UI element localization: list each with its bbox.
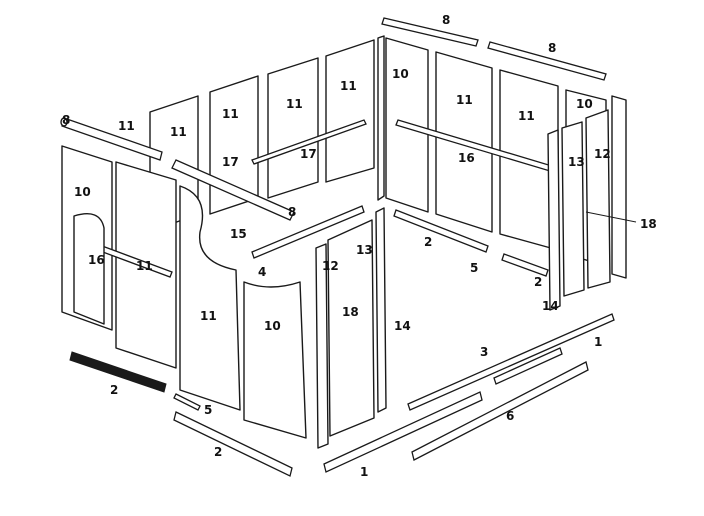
side-panel-left [73,213,105,325]
callout-2: 2 [214,445,222,459]
callout-11: 11 [456,93,473,107]
sill-rail-3 [407,313,615,411]
callout-11: 11 [118,119,135,133]
callout-2: 2 [424,235,432,249]
callout-11: 11 [170,125,187,139]
callout-2: 2 [534,275,542,289]
callout-17: 17 [300,147,317,161]
end-panel-right [611,95,627,279]
sill-rail-short [493,347,563,385]
floor-rail-left-dark [69,351,167,393]
top-rail-back-left [381,17,479,47]
sill-rail-1 [323,391,483,473]
front-panel [327,219,375,437]
top-rail-front [171,159,295,221]
callout-18: 18 [640,217,657,231]
floor-rail-front [173,411,293,477]
callout-16: 16 [458,151,475,165]
callout-11: 11 [340,79,357,93]
callout-2: 2 [110,383,118,397]
door-threshold [251,205,365,259]
callout-8: 8 [62,113,70,127]
callout-11: 11 [222,107,239,121]
sill-rail-6 [411,361,589,461]
callout-11: 11 [200,309,217,323]
callout-13: 13 [568,155,585,169]
callout-5: 5 [204,403,212,417]
callout-12: 12 [594,147,611,161]
callout-6: 6 [506,409,514,423]
top-rail-back-right [487,41,607,81]
corner-post-right [547,129,561,311]
callout-4: 4 [258,265,266,279]
front-post-right [375,207,387,413]
callout-10: 10 [576,97,593,111]
callout-10: 10 [74,185,91,199]
callout-10: 10 [264,319,281,333]
callout-18: 18 [342,305,359,319]
floor-rail-right [501,253,549,277]
wall-panel [243,281,307,439]
callout-8: 8 [288,205,296,219]
callout-8: 8 [548,41,556,55]
callout-16: 16 [88,253,105,267]
corner-panel-back [377,35,385,201]
callout-11: 11 [286,97,303,111]
callout-8: 8 [442,13,450,27]
callout-1: 1 [360,465,368,479]
wall-panel [179,185,241,411]
wall-panel [267,57,319,199]
top-rail-left [60,117,163,161]
callout-13: 13 [356,243,373,257]
callout-1: 1 [594,335,602,349]
spacer-small [173,393,201,411]
callout-3: 3 [480,345,488,359]
callout-11: 11 [518,109,535,123]
callout-12: 12 [322,259,339,273]
callout-14: 14 [394,319,411,333]
front-post [315,243,329,449]
callout-11: 11 [136,259,153,273]
floor-rail-back [393,209,489,253]
wall-panel [325,39,375,183]
door-panel-right-2 [585,109,611,289]
callout-17: 17 [222,155,239,169]
callout-14: 14 [542,299,559,313]
brace-rod-back-left [251,119,367,165]
callout-10: 10 [392,67,409,81]
door-panel-right [561,121,585,297]
callout-5: 5 [470,261,478,275]
callout-15: 15 [230,227,247,241]
leader-line [585,211,637,223]
